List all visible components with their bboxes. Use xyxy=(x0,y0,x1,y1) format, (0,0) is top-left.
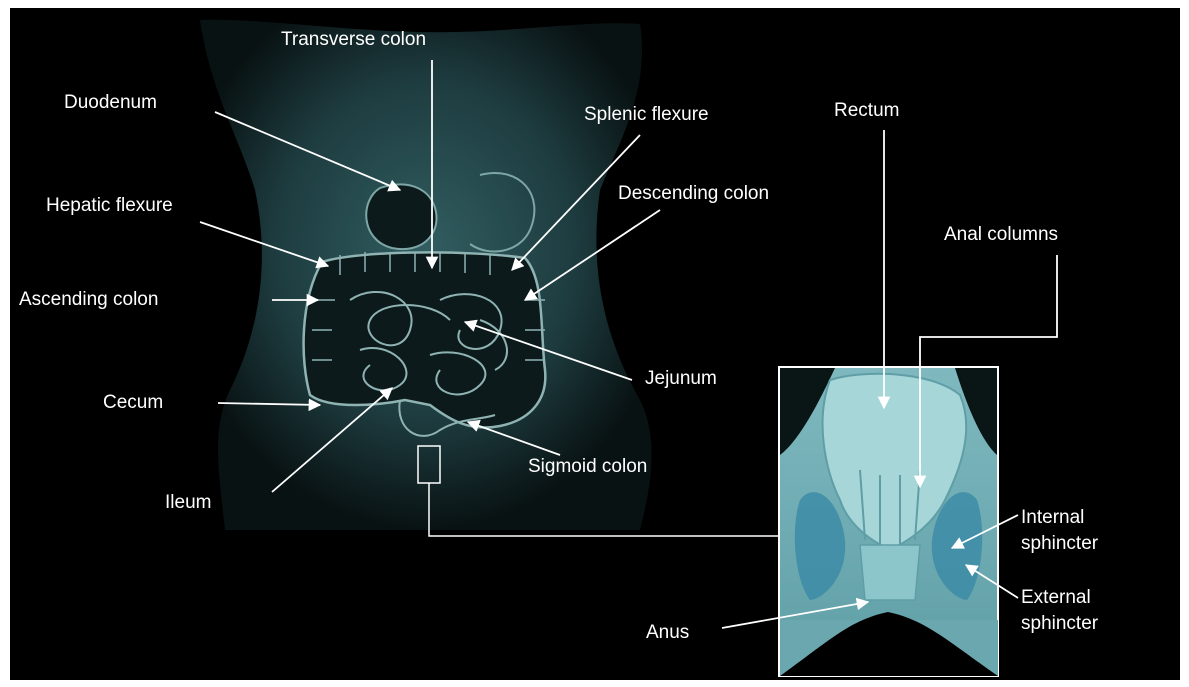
label-ileum: Ileum xyxy=(165,492,211,513)
label-sigmoid-colon: Sigmoid colon xyxy=(528,456,647,477)
label-duodenum: Duodenum xyxy=(64,92,157,113)
label-ascending-colon: Ascending colon xyxy=(19,289,158,310)
label-internal-sphincter-line1: Internal xyxy=(1021,507,1084,528)
duodenum-shape xyxy=(366,184,436,249)
label-hepatic-flexure: Hepatic flexure xyxy=(46,195,173,216)
label-descending-colon: Descending colon xyxy=(618,183,769,204)
label-rectum: Rectum xyxy=(834,100,899,121)
label-external-sphincter-line2: sphincter xyxy=(1021,613,1099,634)
colon-shape xyxy=(304,252,546,427)
label-internal-sphincter-line2: sphincter xyxy=(1021,533,1099,554)
label-cecum: Cecum xyxy=(103,392,163,413)
label-anus: Anus xyxy=(646,622,689,643)
label-anal-columns: Anal columns xyxy=(944,224,1058,245)
anorectal-inset xyxy=(779,367,998,676)
label-jejunum: Jejunum xyxy=(645,368,717,389)
label-external-sphincter-line1: External xyxy=(1021,587,1091,608)
label-splenic-flexure: Splenic flexure xyxy=(584,104,709,125)
label-transverse-colon: Transverse colon xyxy=(281,29,426,50)
